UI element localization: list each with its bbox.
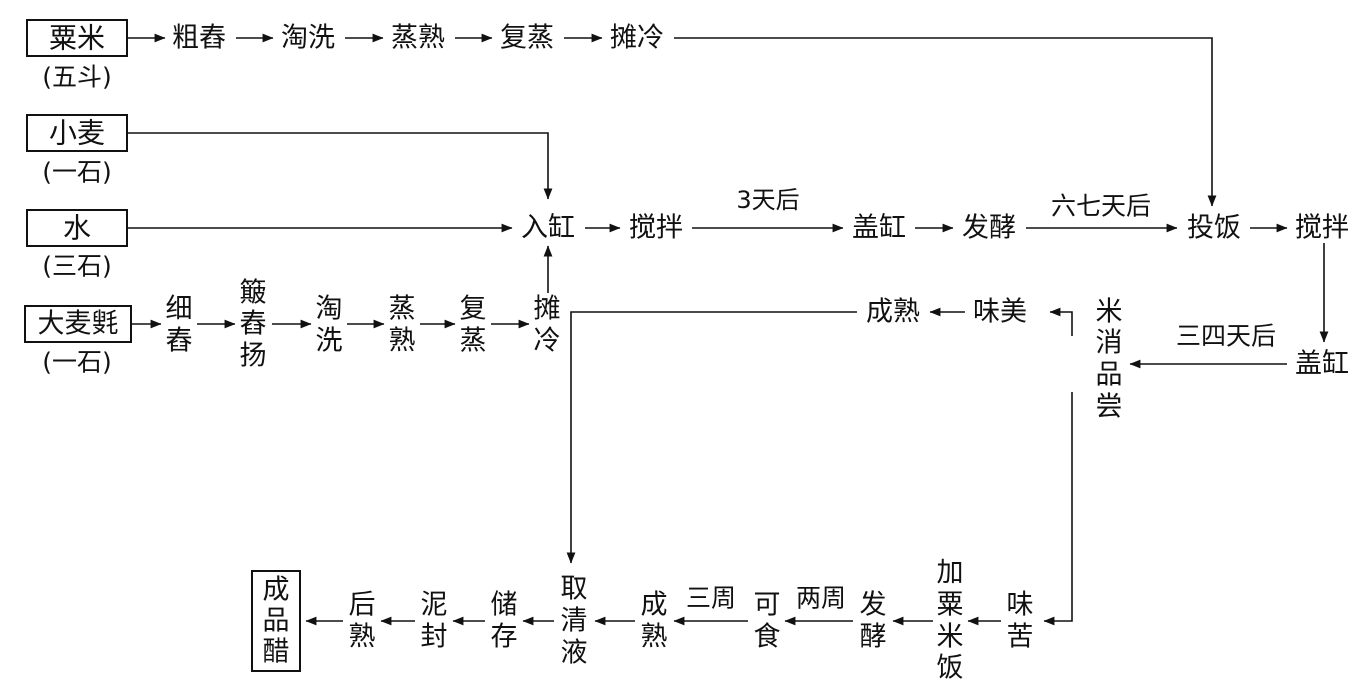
product-char-1: 成	[263, 575, 290, 606]
taste-char-4: 尝	[1096, 392, 1123, 423]
seal-char-1: 泥	[421, 590, 448, 621]
taste-char-1: 米	[1096, 297, 1123, 328]
barley-steam-char-2: 熟	[389, 326, 416, 357]
barley-steam-char-1: 蒸	[389, 294, 416, 325]
millet-wash-step: 淘洗	[281, 23, 335, 54]
stir-step-1: 搅拌	[629, 213, 683, 244]
seal-char-2: 封	[421, 622, 448, 653]
wheat-label: 小麦	[49, 117, 105, 150]
edible-char-1: 可	[754, 590, 781, 621]
barley-wash-char-1: 淘	[316, 294, 343, 325]
ferment2-char-2: 酵	[860, 622, 887, 653]
water-box	[26, 209, 128, 247]
label-two-weeks: 两周	[796, 584, 846, 613]
wheat-box	[26, 114, 128, 152]
mature-step-1: 成熟	[866, 297, 920, 328]
add-millet-char-2: 粟	[937, 590, 964, 621]
millet-cool-step: 摊冷	[610, 23, 664, 54]
barley-fine-pound-char-1: 细	[166, 294, 193, 325]
arrow-millet-cool-to-add-rice	[674, 37, 1217, 207]
product-char-3: 醋	[263, 637, 290, 668]
barley-resteam-char-2: 蒸	[460, 326, 487, 357]
barley-cool-char-1: 摊	[534, 294, 561, 325]
add-millet-char-3: 米	[937, 622, 964, 653]
product-box	[251, 570, 301, 672]
wheat-quantity: (一石)	[42, 158, 112, 187]
barley-resteam-char-1: 复	[460, 294, 487, 325]
good-taste-step: 味美	[973, 297, 1027, 328]
stir-step-2: 搅拌	[1295, 213, 1349, 244]
edible-char-2: 食	[754, 622, 781, 653]
store-char-1: 储	[491, 590, 518, 621]
barley-wash-char-2: 洗	[316, 326, 343, 357]
taste-char-3: 品	[1096, 360, 1123, 391]
water-label: 水	[63, 212, 91, 245]
product-char-2: 品	[263, 606, 290, 637]
arrow-taste-to-bitter	[1043, 392, 1073, 626]
post-mature-char-2: 熟	[349, 622, 376, 653]
add-millet-char-1: 加	[937, 558, 964, 589]
ferment-step-1: 发酵	[962, 213, 1016, 244]
cover-vat-step-2: 盖缸	[1295, 349, 1349, 380]
label-after-6-7-days: 六七天后	[1051, 192, 1151, 221]
arrow-wheat-to-vat	[128, 132, 553, 200]
barley-fine-pound-char-2: 舂	[166, 326, 193, 357]
store-char-2: 存	[491, 622, 518, 653]
barley-sift-char-1: 簸	[240, 278, 267, 309]
barley-sift-char-3: 扬	[240, 341, 267, 372]
barley-sift-char-2: 舂	[240, 309, 267, 340]
bitter-char-1: 味	[1007, 590, 1034, 621]
mature2-char-2: 熟	[641, 622, 668, 653]
label-three-weeks: 三周	[686, 584, 736, 613]
add-millet-char-4: 饭	[937, 653, 964, 684]
arrow-taste-to-good	[1049, 307, 1073, 336]
post-mature-char-1: 后	[349, 590, 376, 621]
cover-vat-step-1: 盖缸	[852, 213, 906, 244]
barley-box	[24, 305, 132, 343]
take-liquid-char-3: 液	[561, 638, 588, 669]
millet-resteam-step: 复蒸	[500, 23, 554, 54]
ferment2-char-1: 发	[860, 590, 887, 621]
arrow-mature-to-take-liquid	[566, 311, 857, 564]
taste-char-2: 消	[1096, 328, 1123, 359]
mature2-char-1: 成	[641, 590, 668, 621]
millet-label: 粟米	[49, 22, 105, 55]
take-liquid-char-2: 清	[561, 606, 588, 637]
barley-label: 大麦㲣	[38, 309, 119, 340]
millet-box	[26, 19, 128, 57]
label-after-3-days: 3天后	[736, 186, 799, 214]
millet-steam-step: 蒸熟	[391, 23, 445, 54]
millet-quantity: (五斗)	[42, 63, 112, 92]
take-liquid-char-1: 取	[561, 574, 588, 605]
barley-cool-char-2: 冷	[534, 326, 561, 357]
water-quantity: (三石)	[42, 252, 112, 281]
label-after-3-4-days: 三四天后	[1176, 322, 1276, 351]
millet-pound-step: 粗舂	[172, 23, 226, 54]
barley-quantity: (一石)	[42, 348, 112, 377]
bitter-char-2: 苦	[1007, 622, 1034, 653]
into-vat-step: 入缸	[521, 213, 575, 244]
add-rice-step: 投饭	[1187, 213, 1241, 244]
